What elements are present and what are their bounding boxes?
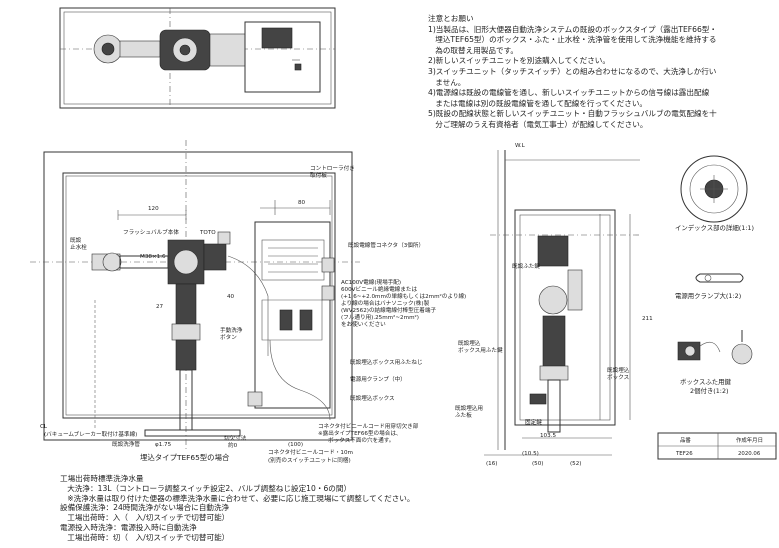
ac-line-1: AC100V電線(現場手配) — [341, 278, 401, 286]
label-toto: TOTO — [199, 230, 216, 236]
dim-16: (16) — [486, 461, 497, 467]
side-fix-2: ふた板 — [455, 411, 472, 419]
ac-line-2: 600Vビニール絶縁電線または — [341, 285, 417, 293]
label-controller: コントローラ付き — [310, 164, 355, 172]
ac-line-4: より線の場合はバナソニック(株)製 — [341, 299, 430, 307]
top-plan-view — [59, 7, 336, 109]
side-wl: W.L — [515, 143, 526, 149]
dim-phi: φ1.75 — [155, 442, 172, 448]
ac-line-3: (+1.6~+2.0mmの単線もしくは2mm²のより線) — [341, 292, 466, 300]
label-cl: CL — [40, 424, 48, 430]
ac-line-5: (WV2562)の結線電線付棒型圧着端子 — [341, 306, 436, 314]
clamp-detail — [695, 273, 744, 283]
cord-line-4: コネクタ付ビニールコード・10m — [268, 448, 353, 456]
front-view — [30, 140, 360, 450]
index-detail-label: インデックス部の詳細(1:1) — [675, 223, 754, 232]
dim-211: 211 — [642, 316, 653, 322]
key-detail-label-1: ボックスふた用鍵 — [680, 377, 732, 386]
dim-100: (100) — [288, 442, 303, 448]
title-date: 2020.06 — [738, 451, 761, 457]
settings-line: 設備保護洗浄：24時間洗浄がない場合に自動洗浄 — [60, 503, 230, 513]
key-detail-label-2: 2個付き(1:2) — [690, 386, 729, 395]
label-clamp: 電源用クランプ（中） — [350, 375, 406, 383]
dim-103: 103.5 — [540, 433, 556, 439]
label-box-screw: 既設埋込ボックス用ふたねじ — [350, 358, 423, 366]
settings-line: 電源投入時洗浄：電源投入時に自動洗浄 — [60, 522, 197, 532]
notes-block: 注意とお願い 1)当製品は、旧形大便器自動洗浄システムの既設のボックスタイプ（露… — [428, 14, 773, 131]
side-view — [484, 150, 640, 456]
ac-line-7: をお使いください — [341, 320, 386, 328]
side-box-1: 既設埋込 — [607, 366, 630, 374]
settings-block: 工場出荷時標準洗浄水量 大洗浄：13L（コントローラ調整スイッチ設定2、バルブ調… — [60, 474, 414, 543]
note-line: 3)スイッチユニット（タッチスイッチ）との組み合わせになるので、大洗浄しか行い — [428, 66, 717, 76]
note-line: または電線は別の既設電線管を通して配線を行ってください。 — [428, 98, 648, 108]
label-manual-btn-1: 手動洗浄 — [220, 326, 243, 334]
label-cl-2: (バキュームブレーカー取付け基準線) — [44, 430, 137, 438]
dim-80: 80 — [298, 200, 306, 206]
settings-line: 大洗浄：13L（コントローラ調整スイッチ設定2、バルブ調整ねじ設定10・6の間） — [60, 483, 352, 493]
note-line: 為の取替え用製品です。 — [428, 45, 519, 55]
label-mount-plate: 取付板 — [310, 171, 327, 179]
label-flush-valve: フラッシュバルブ本体 — [123, 228, 179, 236]
ac-line-6: (フル通り用).25mm²~2mm²) — [341, 313, 419, 321]
cord-line-3: ボックス下面の穴を通す。 — [328, 436, 394, 444]
note-line: 5)既設の配線状態と新しいスイッチユニット・自動フラッシュバルブの電気配線を十 — [428, 109, 717, 119]
note-line: 1)当製品は、旧形大便器自動洗浄システムの既設のボックスタイプ（露出TEF66型… — [428, 24, 717, 34]
side-fix-1: 既設埋込用 — [455, 404, 483, 412]
note-line: 2)新しいスイッチユニットを別途購入してください。 — [428, 56, 610, 66]
dim-120: 120 — [148, 206, 159, 212]
title-block-text: 品番 作成年月日 TEF26 2020.06 — [675, 436, 763, 457]
side-box-2: ボックス — [607, 373, 630, 381]
title-h2: 作成年月日 — [736, 436, 763, 444]
side-fix-key: 固定鍵 — [525, 418, 542, 426]
detail-labels: インデックス部の詳細(1:1) 電源用クランプ大(1:2) ボックスふた用鍵 2… — [675, 223, 754, 395]
label-stop-valve-1: 既設 — [70, 236, 82, 244]
dim-m38: M38×1.6 — [140, 254, 166, 260]
title-block — [657, 432, 777, 460]
label-conduit: 既設電線管コネクタ（3個所） — [348, 241, 424, 249]
note-line: 分ご理解のうえ有資格者（電気工事士）が配線してください。 — [428, 119, 648, 129]
note-line: 埋込TEF65型）のボックス・ふた・止水栓・洗浄管を使用して洗浄機能を維持する — [428, 35, 717, 45]
dim-52: (52) — [570, 461, 581, 467]
side-labels: W.L 既設ふた鍵 既設埋込 ボックス用ふた鍵 既設埋込 ボックス 既設埋込用 … — [455, 143, 653, 467]
cord-line-1: コネクタ付ビニールコード用穿切欠き部 — [318, 422, 419, 430]
title-model: TEF26 — [675, 451, 693, 457]
settings-line: ※洗浄水量は取り付けた便器の標準洗浄水量に合わせて、必要に応じ施工現場にて調整し… — [60, 493, 415, 503]
note-line: 4)電源線は既設の電線管を通し、新しいスイッチユニットからの信号線は露出配線 — [428, 88, 710, 98]
title-h1: 品番 — [680, 437, 691, 444]
dim-84: 27 — [156, 304, 164, 310]
side-box-cover-1: 既設埋込 — [458, 339, 481, 347]
dim-10-5: (10.5) — [522, 451, 539, 457]
settings-line: 工場出荷時：切（ 入/切スイッチで切替可能） — [60, 532, 230, 542]
front-labels: コントローラ付き 取付板 120 80 フラッシュバルブ本体 TOTO 既設 止… — [40, 164, 466, 464]
cord-line-2: ※露出タイプTEF66型の場合は、 — [318, 429, 402, 437]
note-line: ません。 — [428, 77, 466, 87]
index-detail — [680, 155, 748, 223]
dim-80b: 40 — [227, 294, 235, 300]
label-flush-pipe: 既設洗浄管 — [112, 440, 140, 448]
label-cutout-val: 約0 — [228, 441, 238, 449]
clamp-detail-label: 電源用クランプ大(1:2) — [675, 291, 741, 300]
settings-line: 工場出荷時：入（ 入/切スイッチで切替可能） — [60, 513, 230, 523]
label-cutout: 切欠寸法 — [224, 434, 247, 442]
notes-title: 注意とお願い — [428, 14, 474, 23]
side-box-cover-2: ボックス用ふた鍵 — [458, 346, 503, 354]
key-detail — [677, 330, 753, 365]
label-stop-valve-2: 止水栓 — [70, 243, 87, 251]
dim-50: (50) — [532, 461, 543, 467]
label-manual-btn-2: ボタン — [220, 333, 237, 341]
front-caption: 埋込タイプTEF65型の場合 — [140, 453, 230, 462]
cord-line-5: (別売のスイッチユニットに同梱) — [268, 456, 351, 464]
side-cover-screw: 既設ふた鍵 — [512, 262, 540, 270]
settings-line: 工場出荷時標準洗浄水量 — [60, 474, 144, 483]
label-box: 既設埋込ボックス — [350, 394, 395, 402]
